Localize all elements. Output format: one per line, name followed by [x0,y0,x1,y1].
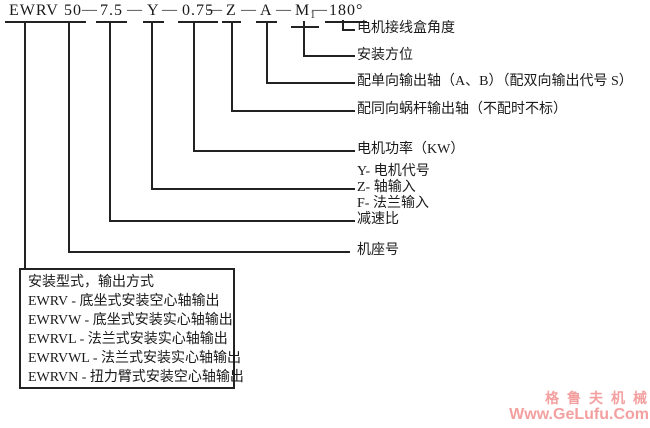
code-separator: — [207,2,222,18]
watermark-brand: 格鲁夫机械 [545,390,650,406]
connector-line [231,110,355,112]
code-token-frame-size: 50 [60,3,86,23]
code-token-mount-position-sub: 1 [310,10,316,21]
callout-label-shaft-input: Z- 轴输入 [357,180,416,195]
callout-label-terminal-angle: 电机接线盒角度 [357,21,455,36]
code-separator: — [276,2,291,18]
legend-entry: EWRVW - 底坐式安装实心轴输出 [28,313,233,328]
connector-line [303,21,305,57]
callout-label-frame-size: 机座号 [357,243,399,258]
legend-entry: EWRVWL - 法兰式安装实心轴输出 [28,351,242,366]
connector-line [109,220,355,222]
connector-line [303,55,355,57]
callout-label-motor-code: Y- 电机代号 [357,164,430,179]
connector-line [266,82,355,84]
callout-label-flange-input: F- 法兰输入 [357,196,429,211]
legend-entry: EWRVL - 法兰式安装实心轴输出 [28,332,228,347]
code-token-worm-shaft: Z [222,3,241,23]
connector-line [68,21,70,253]
code-separator: — [82,2,97,18]
connector-line [109,21,111,222]
code-token-motor-code: Y [143,3,164,23]
code-token-output-shaft: A [256,3,277,23]
code-separator: — [312,2,327,18]
legend-box: 安装型式，输出方式 EWRV - 底坐式安装空心轴输出 EWRVW - 底坐式安… [19,268,244,389]
connector-line [24,21,26,268]
callout-label-output-shaft: 配单向输出轴（A、B）（配双向输出代号 S） [357,74,633,89]
connector-line [342,20,344,31]
code-separator: — [241,2,256,18]
connector-line [266,21,268,84]
legend-title: 安装型式，输出方式 [28,275,154,290]
watermark: 格鲁夫机械 Www.GeLufu.Com [509,390,649,423]
code-token-series: EWRV [5,3,63,23]
code-token-ratio: 7.5 [96,3,127,23]
connector-line [151,188,355,190]
callout-label-ratio: 减速比 [357,212,399,227]
code-token-mount-position-main: M [295,2,311,19]
connector-line [151,21,153,190]
callout-label-worm-shaft: 配同向蜗杆输出轴（不配时不标） [357,102,567,117]
connector-line [68,251,350,253]
connector-line [193,150,355,152]
legend-entry: EWRV - 底坐式安装空心轴输出 [28,294,220,309]
code-token-power: 0.75 [178,3,218,23]
callout-label-power: 电机功率（KW） [357,142,465,157]
connector-line [231,21,233,112]
legend-entry: EWRVN - 扭力臂式安装空心轴输出 [28,370,244,385]
code-separator: — [127,2,142,18]
connector-line [193,21,195,152]
code-separator: — [162,2,177,18]
watermark-url: Www.GeLufu.Com [509,406,649,423]
code-token-terminal-angle: 180° [325,3,368,23]
connector-line [342,29,355,31]
callout-label-mount-position: 安装方位 [357,48,413,63]
code-token-mount-position: M1 [291,2,320,28]
